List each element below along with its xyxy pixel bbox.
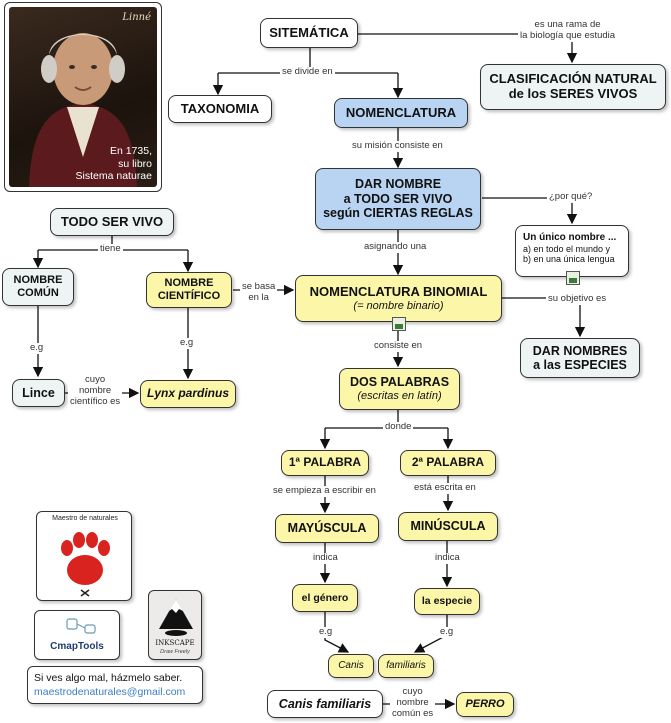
maestro-de-naturales-logo[interactable]: Maestro de naturales [36, 511, 132, 601]
link-consiste-en: consiste en [372, 340, 425, 352]
node-lince[interactable]: Lince [12, 379, 65, 407]
node-segunda-palabra[interactable]: 2ª PALABRA [400, 450, 496, 476]
feedback-email-link[interactable]: maestrodenaturales@gmail.com [34, 686, 186, 699]
cmaptools-label: CmapTools [50, 641, 104, 652]
link-tiene: tiene [98, 243, 123, 255]
link-por-que: ¿por qué? [547, 191, 595, 203]
image-resource-icon[interactable] [566, 271, 580, 285]
link-su-mision: su misión consiste en [350, 140, 445, 152]
portrait-caption: En 1735, su libro Sistema naturae [75, 145, 152, 183]
node-lynx-pardinus[interactable]: Lynx pardinus [140, 380, 236, 408]
link-indica-genero: indica [311, 552, 340, 564]
link-indica-especie: indica [433, 552, 462, 564]
node-primera-palabra[interactable]: 1ª PALABRA [281, 450, 369, 476]
inkscape-tagline: Draw Freely [160, 649, 190, 655]
inkscape-mountain-icon [159, 599, 193, 636]
link-su-objetivo: su objetivo es [546, 293, 609, 305]
link-esta-escrita: está escrita en [412, 482, 478, 494]
link-eg-especie: e.g [438, 626, 456, 638]
linnaeus-portrait: Linné En 1735, su libro Sistema naturae [4, 2, 162, 192]
node-la-especie[interactable]: la especie [414, 588, 480, 615]
node-el-genero[interactable]: el género [292, 584, 358, 612]
link-eg-genero: e.g [317, 626, 335, 638]
cmaptools-logo[interactable]: CmapTools [34, 610, 120, 660]
cmap-network-icon [66, 618, 96, 634]
inkscape-label: INKSCAPE [155, 639, 195, 647]
node-nomenclatura-binomial[interactable]: NOMENCLATURA BINOMIAL (= nombre binario) [295, 275, 502, 331]
link-eg-cientifico: e.g [178, 337, 196, 349]
node-minuscula[interactable]: MINÚSCULA [398, 512, 498, 541]
node-todo-ser-vivo[interactable]: TODO SER VIVO [50, 208, 174, 236]
node-dos-palabras[interactable]: DOS PALABRAS (escritas en latín) [339, 368, 460, 410]
portrait-figure [29, 33, 137, 187]
node-mayuscula[interactable]: MAYÚSCULA [275, 514, 379, 543]
image-resource-icon[interactable] [392, 317, 406, 331]
node-taxonomia[interactable]: TAXONOMIA [168, 95, 272, 123]
feedback-text: Si ves algo mal, házmelo saber. [34, 672, 183, 684]
maestro-logo-text: Maestro de naturales [52, 515, 118, 522]
inkscape-logo[interactable]: INKSCAPE Draw Freely [148, 590, 202, 660]
paw-print-icon [61, 532, 110, 597]
node-unico-nombre[interactable]: Un único nombre ... a) en todo el mundo … [515, 225, 629, 285]
link-donde: donde [383, 421, 414, 433]
link-eg-comun: e.g [28, 342, 46, 354]
node-sistematica[interactable]: SITEMÁTICA [260, 18, 358, 48]
node-perro[interactable]: PERRO [456, 692, 514, 717]
node-canis-familiaris[interactable]: Canis familiaris [267, 690, 383, 718]
link-se-divide: se divide en [280, 66, 335, 78]
node-nomenclatura[interactable]: NOMENCLATURA [334, 98, 468, 128]
link-asignando: asignando una [362, 241, 429, 253]
feedback-box: Si ves algo mal, házmelo saber. maestrod… [27, 666, 203, 704]
node-canis[interactable]: Canis [328, 654, 374, 678]
link-se-empieza: se empieza a escribir en [271, 485, 378, 497]
node-familiaris[interactable]: familiaris [378, 654, 434, 678]
portrait-signature: Linné [122, 12, 151, 23]
